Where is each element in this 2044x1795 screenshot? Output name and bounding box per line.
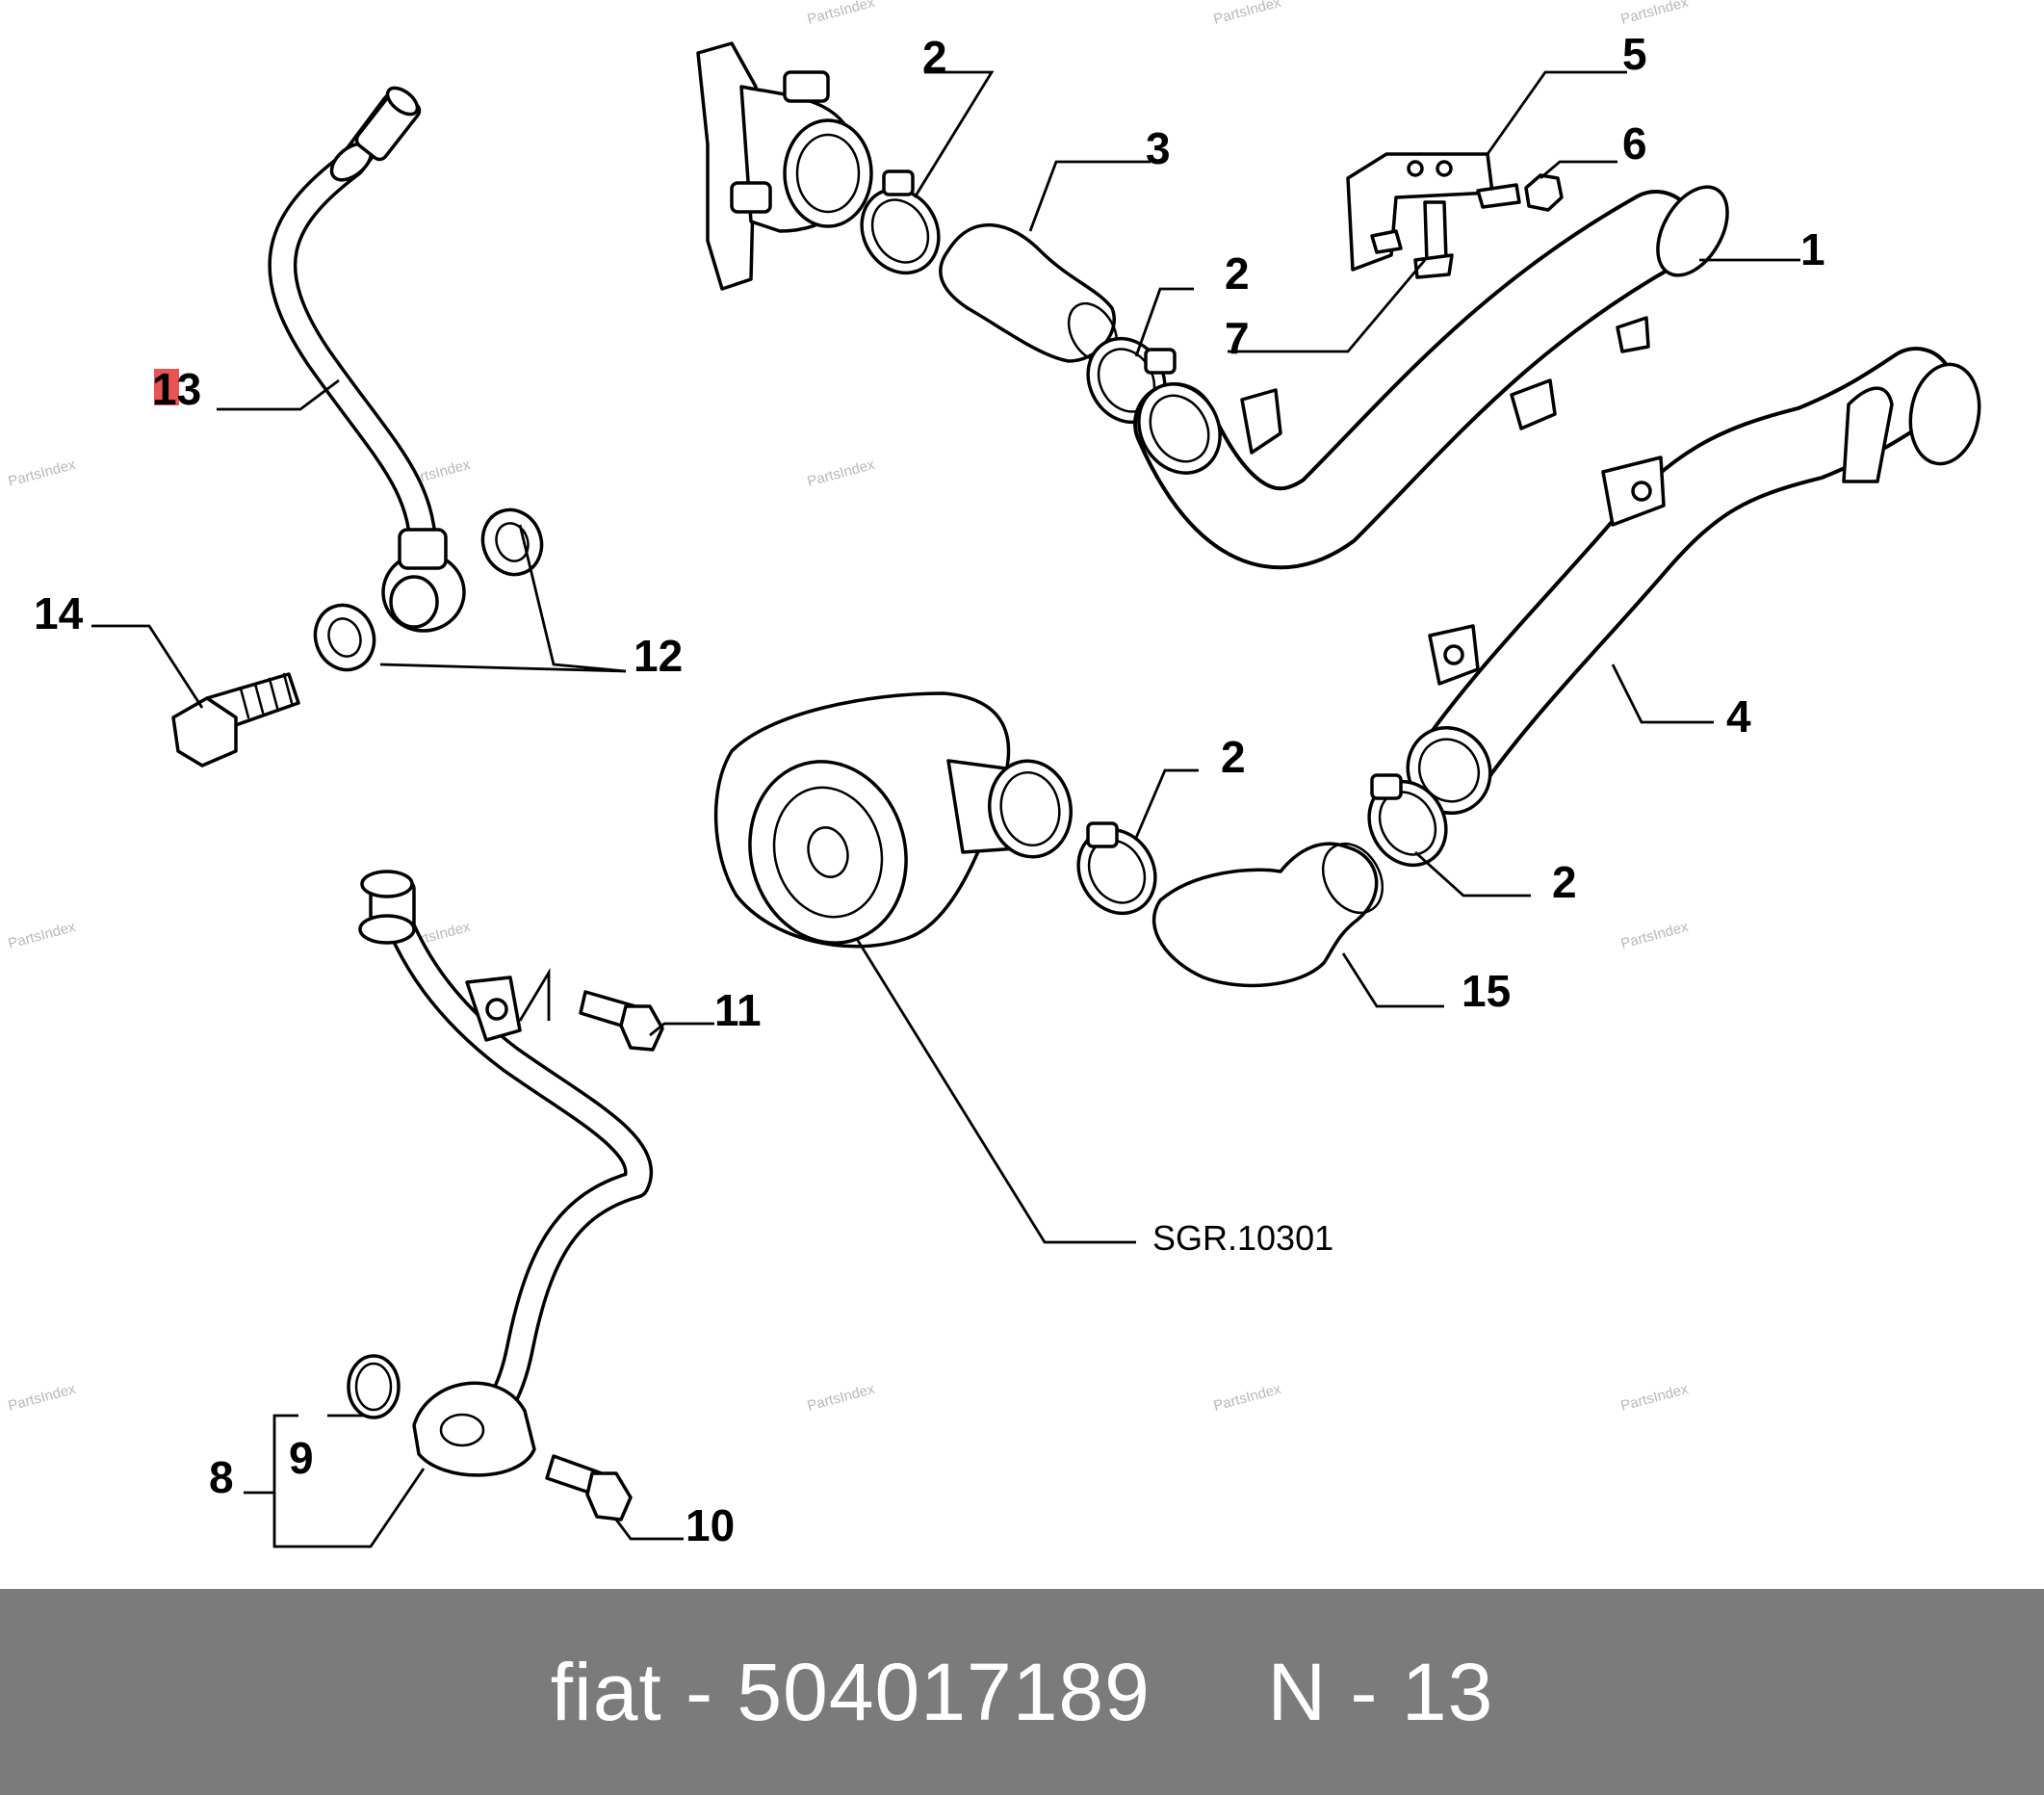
bolt-part-14[interactable]	[171, 672, 300, 767]
coolant-pipe-part-4[interactable]	[1392, 347, 1986, 828]
hose-clamp-top-left[interactable]	[847, 169, 954, 287]
callout-labels: 13 14 12 2 3 2 5 6 7 1 4 2 2 15 SGR.1030…	[34, 29, 1825, 1550]
thermostat-housing[interactable]	[696, 41, 873, 291]
seal-part-9[interactable]	[347, 1354, 401, 1419]
reference-label[interactable]: SGR.10301	[1152, 1218, 1333, 1258]
bolt-part-10[interactable]	[545, 1454, 633, 1522]
bolt-part-11[interactable]	[579, 990, 664, 1052]
watermark: PartsIndex	[7, 456, 78, 490]
callout-4[interactable]: 4	[1726, 691, 1751, 741]
highlight-marker	[154, 369, 179, 405]
watermark: PartsIndex	[1619, 0, 1691, 28]
watermark: PartsIndex	[1619, 919, 1691, 952]
callout-14[interactable]: 14	[34, 588, 84, 638]
callout-2-lower-right[interactable]: 2	[1552, 857, 1577, 907]
watermark: PartsIndex	[806, 1381, 877, 1415]
callout-13[interactable]: 13	[152, 364, 201, 414]
callout-5[interactable]: 5	[1622, 29, 1647, 79]
watermark: PartsIndex	[1212, 1381, 1283, 1415]
watermark: PartsIndex	[806, 0, 877, 28]
heat-exchanger-sgr-10301[interactable]	[713, 691, 1078, 960]
watermark: PartsIndex	[806, 456, 877, 490]
callout-2-top-mid[interactable]: 2	[1225, 248, 1250, 299]
hose-clamp-lower-left[interactable]	[1064, 816, 1171, 927]
hose-part-15[interactable]	[1152, 833, 1395, 988]
hose-clamp-lower-right[interactable]	[1355, 767, 1462, 879]
callout-1[interactable]: 1	[1800, 224, 1825, 274]
coolant-pipe-part-1[interactable]	[1123, 175, 1742, 570]
callout-9[interactable]: 9	[289, 1433, 314, 1483]
callout-2-top-left[interactable]: 2	[922, 32, 947, 82]
callout-6[interactable]: 6	[1622, 118, 1647, 169]
watermark: PartsIndex	[1619, 1381, 1691, 1415]
callout-10[interactable]: 10	[686, 1500, 735, 1550]
callout-3[interactable]: 3	[1146, 123, 1171, 173]
bolt-part-7[interactable]	[1370, 200, 1454, 279]
callout-2-lower-left[interactable]: 2	[1221, 732, 1246, 782]
pipe-part-13[interactable]	[268, 83, 466, 633]
leader-lines	[91, 70, 1800, 1548]
footer-text: fiat - 504017189 N - 13	[550, 1646, 1494, 1737]
watermark: PartsIndex	[7, 919, 78, 952]
nut-part-6[interactable]	[1524, 173, 1564, 212]
callout-11[interactable]: 11	[714, 985, 762, 1035]
callout-7[interactable]: 7	[1225, 313, 1250, 363]
callout-15[interactable]: 15	[1462, 966, 1511, 1016]
watermark: PartsIndex	[7, 1381, 78, 1415]
parts-diagram: PartsIndex PartsIndex PartsIndex PartsIn…	[7, 0, 1986, 1550]
watermark: PartsIndex	[1212, 0, 1283, 28]
pipe-part-8[interactable]	[358, 870, 653, 1477]
callout-12[interactable]: 12	[634, 631, 683, 681]
footer-bar: fiat - 504017189 N - 13	[0, 1589, 2044, 1795]
callout-8[interactable]: 8	[209, 1452, 234, 1502]
